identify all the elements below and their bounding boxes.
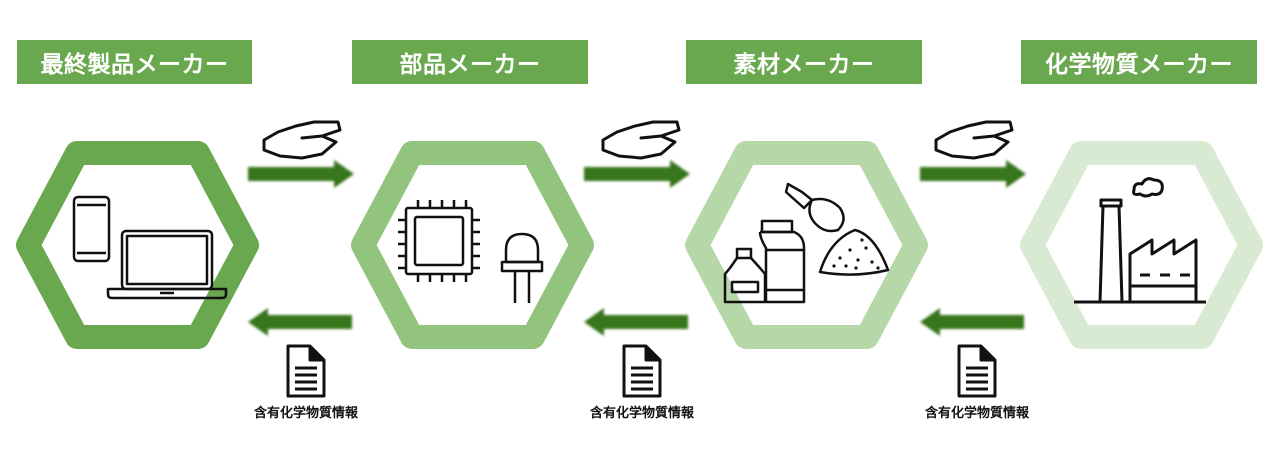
microchip-icon: [398, 200, 480, 282]
header-chemical-maker: 化学物質メーカー: [1021, 40, 1257, 84]
factory-icon: [1074, 177, 1206, 304]
hand-icon: [262, 120, 342, 160]
jar-icon: [758, 219, 806, 304]
header-parts-maker: 部品メーカー: [352, 40, 588, 84]
header-material-maker: 素材メーカー: [686, 40, 922, 84]
bottle-icon: [723, 247, 767, 304]
led-icon: [500, 232, 544, 303]
scoop-icon: [784, 182, 845, 233]
hexagon-parts: [351, 141, 594, 349]
header-final-product-maker: 最終製品メーカー: [17, 40, 252, 84]
arrow-backward-3: [920, 308, 1024, 336]
doc-label-1: 含有化学物質情報: [253, 406, 358, 421]
hexagon-material: [685, 141, 928, 349]
doc-label-2: 含有化学物質情報: [589, 406, 694, 421]
hexagon-final-product: [16, 141, 259, 349]
document-icon: [286, 344, 326, 398]
arrow-forward-3: [920, 160, 1026, 188]
arrow-forward-2: [584, 160, 690, 188]
doc-label-3: 含有化学物質情報: [924, 406, 1029, 421]
laptop-icon: [106, 229, 228, 300]
arrow-backward-2: [584, 308, 688, 336]
document-icon: [957, 344, 997, 398]
arrow-backward-1: [248, 308, 352, 336]
document-icon: [622, 344, 662, 398]
arrow-forward-1: [248, 160, 354, 188]
smartphone-icon: [72, 195, 111, 263]
hand-icon: [934, 120, 1014, 160]
hexagon-chemical: [1020, 141, 1263, 349]
powder-pile-icon: [818, 228, 890, 276]
hand-icon: [601, 120, 681, 160]
